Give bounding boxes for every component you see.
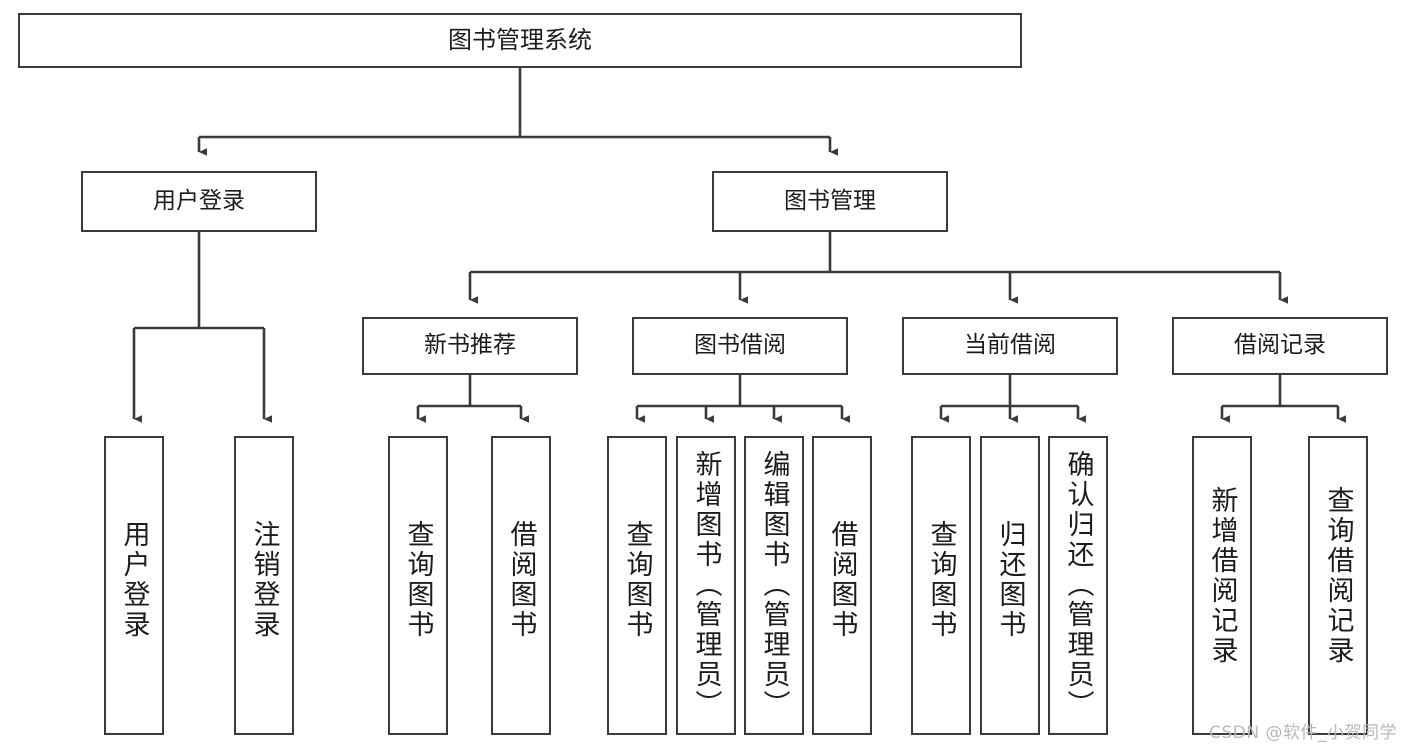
node-label: 查询借阅记录 [1322, 486, 1354, 666]
node-label: 借阅记录 [1234, 332, 1326, 359]
node-current-borrow[interactable]: 当前借阅 [902, 317, 1118, 375]
node-new-book-recommend[interactable]: 新书推荐 [362, 317, 578, 375]
leaf-current-borrow-confirm-return-admin[interactable]: 确认归还（管理员） [1048, 436, 1108, 735]
leaf-new-book-borrow-books[interactable]: 借阅图书 [491, 436, 551, 735]
node-label: 借阅图书 [505, 520, 537, 640]
node-book-management[interactable]: 图书管理 [712, 171, 948, 232]
leaf-borrow-record-add-record[interactable]: 新增借阅记录 [1192, 436, 1252, 735]
node-label: 借阅图书 [826, 520, 858, 640]
node-label: 图书管理 [784, 187, 876, 214]
node-label: 归还图书 [994, 520, 1026, 640]
leaf-book-borrow-query-books[interactable]: 查询图书 [607, 436, 667, 735]
node-book-borrow[interactable]: 图书借阅 [632, 317, 848, 375]
node-label: 新增图书（管理员） [690, 450, 722, 720]
node-label: 查询图书 [925, 520, 957, 640]
node-label: 查询图书 [402, 520, 434, 640]
node-label: 图书借阅 [694, 332, 786, 359]
node-borrow-record[interactable]: 借阅记录 [1172, 317, 1388, 375]
node-label: 用户登录 [153, 187, 245, 214]
node-label: 查询图书 [621, 520, 653, 640]
leaf-book-borrow-edit-book-admin[interactable]: 编辑图书（管理员） [744, 436, 804, 735]
node-root-book-management-system[interactable]: 图书管理系统 [18, 13, 1022, 68]
node-label: 新增借阅记录 [1206, 486, 1238, 666]
leaf-new-book-query-books[interactable]: 查询图书 [388, 436, 448, 735]
node-label: 用户登录 [118, 520, 150, 640]
node-label: 图书管理系统 [448, 26, 592, 55]
leaf-user-login-login[interactable]: 用户登录 [104, 436, 164, 735]
node-label: 编辑图书（管理员） [758, 450, 790, 720]
leaf-user-login-logout[interactable]: 注销登录 [234, 436, 294, 735]
node-label: 新书推荐 [424, 332, 516, 359]
node-user-login[interactable]: 用户登录 [81, 171, 317, 232]
leaf-current-borrow-query-books[interactable]: 查询图书 [911, 436, 971, 735]
leaf-current-borrow-return-books[interactable]: 归还图书 [980, 436, 1040, 735]
leaf-borrow-record-query-record[interactable]: 查询借阅记录 [1308, 436, 1368, 735]
leaf-book-borrow-add-book-admin[interactable]: 新增图书（管理员） [676, 436, 736, 735]
node-label: 确认归还（管理员） [1062, 450, 1094, 720]
node-label: 注销登录 [248, 520, 280, 640]
leaf-book-borrow-borrow-books[interactable]: 借阅图书 [812, 436, 872, 735]
node-label: 当前借阅 [964, 332, 1056, 359]
